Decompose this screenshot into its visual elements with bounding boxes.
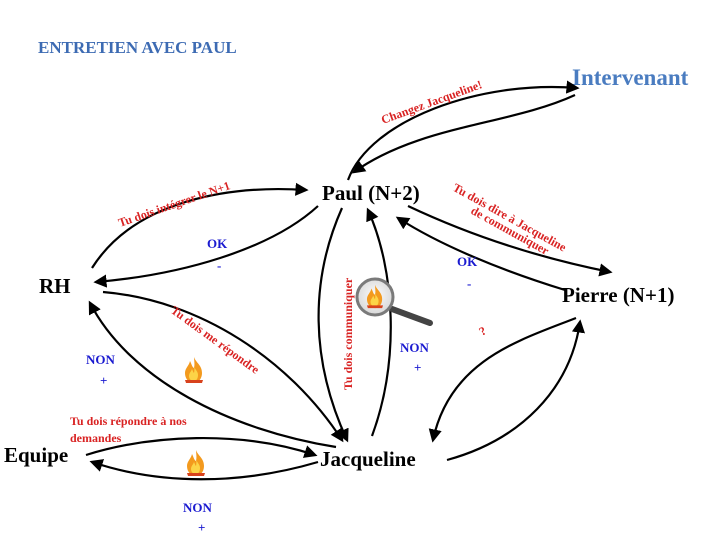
flame-icon	[187, 450, 205, 476]
message-integrer-n1: Tu dois intégrer le N+1	[116, 178, 231, 229]
message-repondre-demandes-2: demandes	[70, 431, 122, 445]
edge-jacqueline-to-rh	[88, 300, 337, 449]
edge-paul-to-rh	[93, 205, 319, 288]
node-pierre: Pierre (N+1)	[562, 283, 674, 307]
response-plus-jacqueline: +	[414, 360, 421, 375]
edge-pierre-to-jacqueline	[428, 316, 577, 443]
response-plus-equipe: +	[198, 520, 205, 535]
page-title: ENTRETIEN AVEC PAUL	[38, 38, 237, 57]
response-ok-rh: OK	[207, 236, 228, 251]
edge-jacqueline-to-pierre	[446, 319, 585, 462]
message-changez-jacqueline: Changez Jacqueline!	[379, 77, 484, 127]
edge-equipe-to-jacqueline	[85, 437, 318, 458]
message-question: ?	[477, 323, 489, 338]
edge-rh-to-jacqueline	[102, 290, 344, 443]
node-paul: Paul (N+2)	[322, 181, 420, 205]
edge-jacqueline-to-equipe	[89, 459, 319, 481]
edge-paul-to-jacqueline	[317, 207, 349, 443]
response-non-jacqueline: NON	[400, 340, 430, 355]
magnifying-glass-icon	[355, 277, 433, 326]
response-plus-rh: +	[100, 373, 107, 388]
message-repondre-demandes-1: Tu dois répondre à nos	[70, 414, 187, 428]
response-ok-pierre: OK	[457, 254, 478, 269]
edge-jacqueline-to-paul	[366, 207, 392, 437]
message-me-repondre: Tu dois me répondre	[168, 303, 262, 377]
edge-paul-to-intervenant	[346, 80, 580, 181]
node-jacqueline: Jacqueline	[320, 447, 416, 471]
edge-paul-to-pierre	[407, 205, 613, 277]
response-non-equipe: NON	[183, 500, 213, 515]
response-minus-rh: -	[217, 258, 221, 273]
message-dire-jacqueline-1: Tu dois dire à Jacqueline	[451, 180, 570, 254]
flame-icon	[185, 357, 203, 383]
response-non-rh: NON	[86, 352, 116, 367]
response-minus-pierre: -	[467, 276, 471, 291]
message-communiquer: Tu dois communiquer	[341, 277, 355, 390]
node-equipe: Equipe	[4, 443, 68, 467]
edge-rh-to-paul	[91, 182, 309, 269]
edge-intervenant-to-paul	[351, 94, 576, 174]
node-intervenant: Intervenant	[572, 65, 689, 90]
node-rh: RH	[39, 274, 71, 298]
edge-pierre-to-paul	[395, 216, 566, 292]
